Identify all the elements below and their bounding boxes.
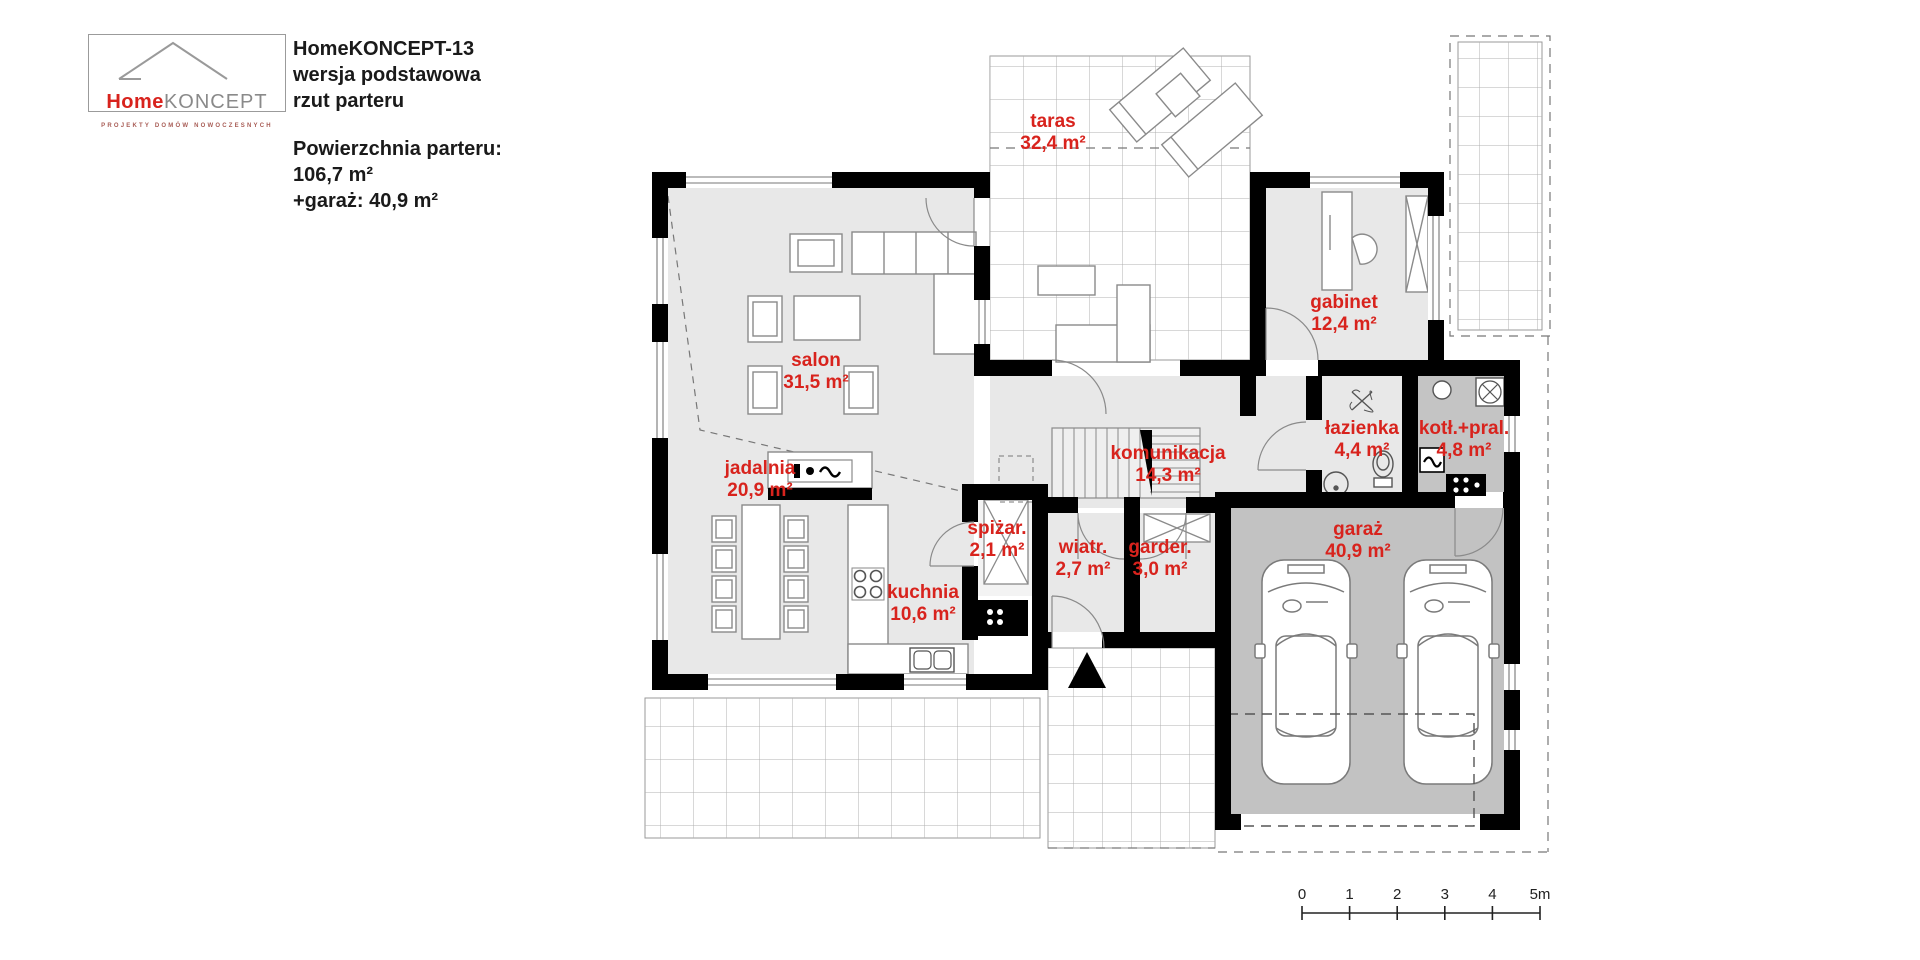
brand-logo: HomeKONCEPT PROJEKTY DOMÓW NOWOCZESNYCH <box>88 34 286 129</box>
garage-door-dashed <box>1227 713 1475 827</box>
dining-set <box>711 504 809 640</box>
salon-furniture <box>747 231 977 415</box>
area-summary: Powierzchnia parteru: 106,7 m² +garaż: 4… <box>293 136 502 214</box>
plan-title: HomeKONCEPT-13 wersja podstawowa rzut pa… <box>293 36 481 114</box>
garage-car-left-icon <box>1254 559 1358 785</box>
garage-car-right-icon <box>1396 559 1500 785</box>
area-line-1: Powierzchnia parteru: <box>293 138 502 160</box>
title-line-3: rzut parteru <box>293 90 405 112</box>
title-line-1: HomeKONCEPT-13 <box>293 38 475 60</box>
ceiling-dashed-line <box>667 195 966 493</box>
logo-tagline: PROJEKTY DOMÓW NOWOCZESNYCH <box>101 123 273 129</box>
garderoba-wardrobe <box>1143 513 1211 543</box>
bathroom-fixtures <box>1323 389 1394 497</box>
pantry-cabinet <box>983 499 1029 585</box>
chimney-tiles <box>1457 41 1543 331</box>
scale-bar <box>1301 906 1541 920</box>
patio-tiles <box>644 697 1041 839</box>
logo-roof-icon <box>118 41 228 80</box>
entry-porch-tiles <box>1047 647 1216 849</box>
area-line-2: 106,7 m² <box>293 164 374 186</box>
entrance-arrow <box>1068 652 1106 688</box>
office-furniture <box>1321 191 1429 293</box>
door-arcs <box>925 197 1504 649</box>
kitchen-counters <box>847 504 1028 675</box>
logo-home-text: Home <box>106 91 164 113</box>
fireplace-unit <box>767 451 873 500</box>
stairs <box>998 427 1201 503</box>
boiler-laundry-fixtures <box>1419 377 1505 496</box>
terrace-furniture <box>1037 47 1264 363</box>
title-line-2: wersja podstawowa <box>293 64 481 86</box>
logo-koncept-text: KONCEPT <box>163 91 268 113</box>
walls <box>652 172 1520 830</box>
area-line-3: +garaż: 40,9 m² <box>293 190 439 212</box>
windows <box>652 172 1520 750</box>
logo-wordmark: HomeKONCEPT <box>89 91 285 114</box>
